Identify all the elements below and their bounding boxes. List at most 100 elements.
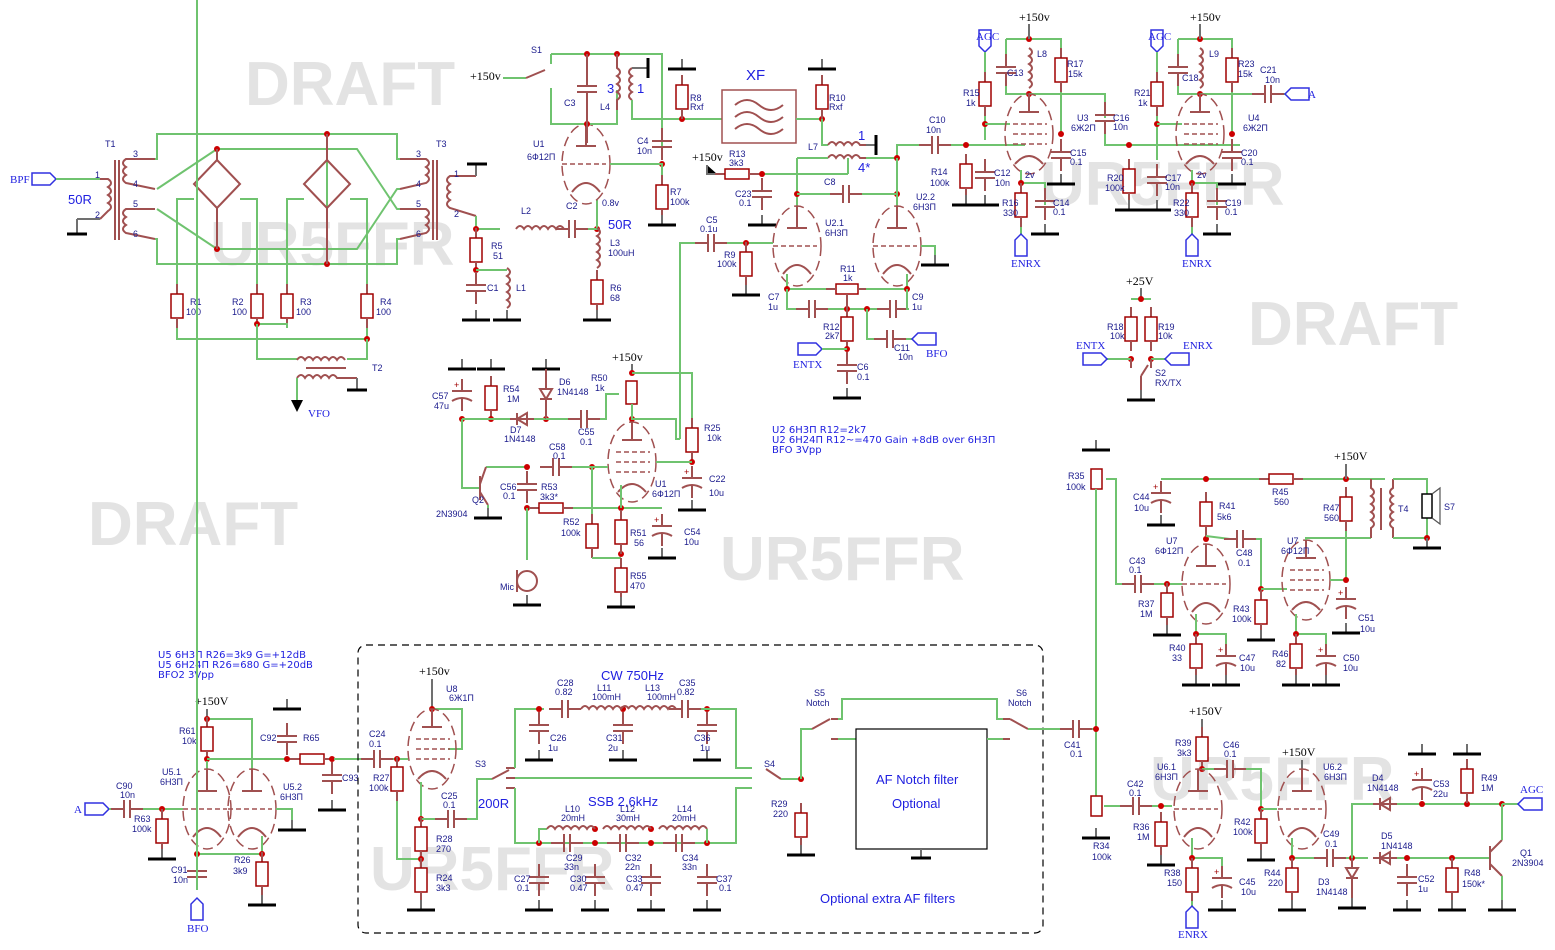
rx-tx-switch-icon[interactable] bbox=[1140, 364, 1149, 377]
s3-filter-selector[interactable] bbox=[491, 769, 510, 780]
components-d4-ref-label: D4 bbox=[1372, 773, 1384, 783]
components-r38-val-label: 150 bbox=[1167, 878, 1182, 888]
components-r17-ref-label: R17 bbox=[1067, 59, 1084, 69]
components-c3-ref-label: C3 bbox=[564, 98, 576, 108]
bpf-port-icon[interactable] bbox=[31, 172, 57, 186]
components-c91-ref-label: C91 bbox=[171, 865, 188, 875]
components-d3-val-label: 1N4148 bbox=[1316, 887, 1348, 897]
components-r45-ref-label: R45 bbox=[1272, 487, 1289, 497]
r35-volume-potentiometer[interactable] bbox=[1090, 468, 1103, 490]
components-q1-ref-label: Q1 bbox=[1520, 848, 1532, 858]
components-r18-val-label: 10k bbox=[1110, 331, 1125, 341]
components-c18-ref-label: C18 bbox=[1182, 73, 1199, 83]
components-c21-val-label: 10n bbox=[1265, 75, 1280, 85]
components-c8-ref-label: C8 bbox=[824, 177, 836, 187]
nets-p150v-label: +150V bbox=[195, 694, 229, 708]
components-r50-ref-label: R50 bbox=[591, 373, 608, 383]
components-c56-ref-label: C56 bbox=[500, 482, 517, 492]
components-c55-ref-label: C55 bbox=[578, 427, 595, 437]
components-c31-val-label: 2u bbox=[608, 743, 618, 753]
components-c55-val-label: 0.1 bbox=[580, 437, 593, 447]
components-u7b-val-label: 6Ф12П bbox=[1281, 546, 1309, 556]
bpf-net-label: BPF bbox=[10, 174, 30, 186]
components-q1-val-label: 2N3904 bbox=[1512, 858, 1544, 868]
components-r10-ref-label: R10 bbox=[829, 93, 846, 103]
components-r6-val-label: 68 bbox=[610, 293, 620, 303]
components-r42-ref-label: R42 bbox=[1234, 817, 1251, 827]
components-l7-ref-label: L7 bbox=[808, 142, 818, 152]
components-c48-ref-label: C48 bbox=[1236, 548, 1253, 558]
components-r51-ref-label: R51 bbox=[630, 528, 647, 538]
components-c20-val-label: 0.1 bbox=[1241, 157, 1254, 167]
components-u62-ref-label: U6.2 bbox=[1323, 762, 1342, 772]
components-c52-ref-label: C52 bbox=[1418, 874, 1435, 884]
components-r38-ref-label: R38 bbox=[1164, 868, 1181, 878]
components-r20-val-label: 100k bbox=[1105, 183, 1125, 193]
components-u4-val-label: 6Ж2П bbox=[1243, 123, 1268, 133]
components-c6-ref-label: C6 bbox=[857, 362, 869, 372]
s6-notch-switch[interactable] bbox=[1009, 718, 1029, 730]
components-r40-ref-label: R40 bbox=[1169, 643, 1186, 653]
components-r53-ref-label: R53 bbox=[541, 482, 558, 492]
components-r43-ref-label: R43 bbox=[1233, 604, 1250, 614]
af-preamp-u5: U5 6Н3П R26=3k9 G=+12dB U5 6Н24П R26=680… bbox=[74, 0, 370, 935]
r34-potentiometer[interactable] bbox=[1090, 795, 1103, 817]
components-c34-ref-label: C34 bbox=[682, 853, 699, 863]
s4-filter-selector[interactable] bbox=[765, 768, 782, 780]
components-c29-val-label: 33n bbox=[564, 862, 579, 872]
nets-entx-label: ENTX bbox=[793, 359, 822, 371]
components-r15-val-label: 1k bbox=[966, 98, 976, 108]
r50-potentiometer bbox=[625, 380, 638, 405]
components-r17-val-label: 15k bbox=[1068, 69, 1083, 79]
components-c1-ref-label: C1 bbox=[487, 283, 499, 293]
components-u22-val-label: 6Н3П bbox=[913, 202, 936, 212]
nets-entx-label: ENTX bbox=[1076, 340, 1105, 352]
components-c53-ref-label: C53 bbox=[1433, 779, 1450, 789]
section_labels-v2b-label: 2v bbox=[1197, 170, 1207, 180]
components-r27-ref-label: R27 bbox=[373, 773, 390, 783]
components-mic-ref-label: Mic bbox=[500, 582, 514, 592]
components-l3-val-label: 100uH bbox=[608, 248, 635, 258]
nets-p150v-label: +150V bbox=[1189, 704, 1223, 718]
components-c13-ref-label: C13 bbox=[1007, 68, 1024, 78]
af-notch-filter-block bbox=[855, 728, 988, 850]
components-u61-ref-label: U6.1 bbox=[1157, 762, 1176, 772]
components-c58-val-label: 0.1 bbox=[553, 451, 566, 461]
components-r3-ref-label: R3 bbox=[300, 297, 312, 307]
components-c51-val-label: 10u bbox=[1360, 624, 1375, 634]
nets-enrx-label: ENRX bbox=[1011, 258, 1041, 270]
svg-text:3: 3 bbox=[133, 149, 138, 159]
components-r46-ref-label: R46 bbox=[1272, 649, 1289, 659]
components-r40-val-label: 33 bbox=[1172, 653, 1182, 663]
components-c11-ref-label: C11 bbox=[894, 343, 910, 353]
components-r52-ref-label: R52 bbox=[563, 517, 580, 527]
components-c93-ref-label: C93 bbox=[342, 773, 359, 783]
u5-note-line: BFO2 3Vpp bbox=[158, 670, 214, 681]
components-r35-val-label: 100k bbox=[1066, 482, 1086, 492]
nets-bfo-label: BFO bbox=[926, 348, 947, 360]
svg-text:1: 1 bbox=[454, 169, 459, 179]
s5-notch-switch[interactable] bbox=[811, 718, 831, 730]
components-r48-val-label: 150k* bbox=[1462, 879, 1486, 889]
components-c92-ref-label: C92 bbox=[260, 733, 277, 743]
components-u8-ref-label: U8 bbox=[446, 684, 458, 694]
ssb-filter-label: SSB 2.6kHz bbox=[588, 794, 658, 809]
components-c16-ref-label: C16 bbox=[1113, 113, 1130, 123]
components-c27-ref-label: C27 bbox=[514, 874, 531, 884]
components-r12-ref-label: R12 bbox=[823, 322, 840, 332]
components-r25-val-label: 10k bbox=[707, 433, 722, 443]
components-r8-ref-label: R8 bbox=[690, 93, 702, 103]
components-u52-val-label: 6Н3П bbox=[280, 792, 303, 802]
section_labels-imp200r-label: 200R bbox=[478, 796, 509, 811]
components-c57-val-label: 47u bbox=[434, 401, 449, 411]
components-c29-ref-label: C29 bbox=[566, 853, 583, 863]
components-d6-val-label: 1N4148 bbox=[557, 387, 589, 397]
components-r49-ref-label: R49 bbox=[1481, 773, 1498, 783]
components-u3-val-label: 6Ж2П bbox=[1071, 123, 1096, 133]
components-c47-val-label: 10u bbox=[1240, 663, 1255, 673]
nets-bfo-label: BFO bbox=[187, 923, 208, 935]
components-c47-ref-label: C47 bbox=[1239, 653, 1256, 663]
components-t4-ref-label: T4 bbox=[1398, 504, 1409, 514]
watermark-author: UR5FFR bbox=[210, 210, 455, 279]
